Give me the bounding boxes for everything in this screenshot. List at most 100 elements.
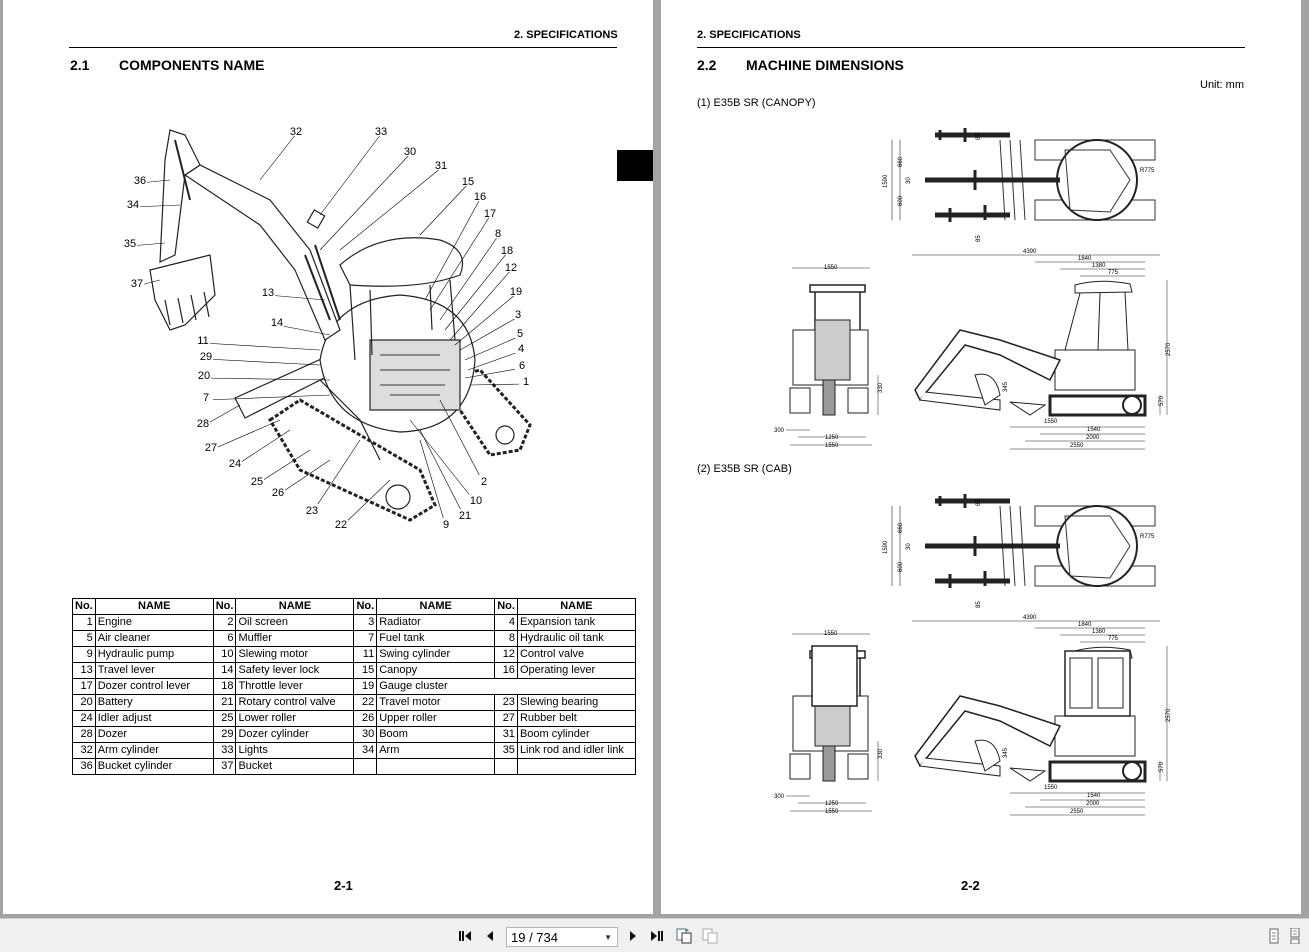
previous-page-icon[interactable] [482, 928, 498, 944]
component-number: 19 [353, 678, 378, 695]
dropdown-arrow-icon[interactable]: ▼ [604, 933, 612, 942]
component-name: Control valve [516, 646, 636, 663]
component-number: 4 [494, 614, 518, 631]
component-name: Gauge cluster [376, 678, 636, 695]
component-number: 9 [72, 646, 96, 663]
section-number: 2.2 [697, 57, 717, 73]
col-header-name: NAME [235, 598, 355, 615]
component-name: Lights [235, 742, 355, 759]
component-number: 36 [72, 758, 96, 775]
col-header-name: NAME [376, 598, 496, 615]
col-header-no: No. [212, 598, 237, 615]
component-name [376, 758, 496, 775]
component-number: 26 [353, 710, 378, 727]
component-name: Oil screen [235, 614, 355, 631]
component-name: Hydraulic oil tank [516, 630, 636, 647]
col-header-no: No. [353, 598, 378, 615]
component-name: Rubber belt [516, 710, 636, 727]
component-name: Bucket cylinder [94, 758, 214, 775]
page-number-select[interactable]: 19 / 734 ▼ [506, 927, 618, 947]
model-caption-cab: (2) E35B SR (CAB) [697, 463, 792, 475]
component-number: 22 [353, 694, 378, 711]
previous-view-icon[interactable] [676, 928, 692, 944]
col-header-name: NAME [94, 598, 214, 615]
component-name: Hydraulic pump [94, 646, 214, 663]
component-number: 16 [494, 662, 518, 679]
page-indicator: 19 / 734 [511, 930, 558, 945]
component-number: 7 [353, 630, 378, 647]
single-page-icon[interactable] [1266, 928, 1282, 944]
unit-label: Unit: mm [1200, 79, 1244, 91]
component-number: 28 [72, 726, 96, 743]
component-number: 33 [212, 742, 237, 759]
col-header-no: No. [72, 598, 96, 615]
component-number: 35 [494, 742, 518, 759]
model-caption-canopy: (1) E35B SR (CANOPY) [697, 97, 816, 109]
component-name: Throttle lever [235, 678, 355, 695]
component-name: Slewing bearing [516, 694, 636, 711]
header-rule [69, 47, 617, 48]
section-number: 2.1 [70, 57, 90, 73]
component-number: 3 [353, 614, 378, 631]
component-name [516, 758, 636, 775]
component-number: 15 [353, 662, 378, 679]
component-name: Arm [376, 742, 496, 759]
component-number: 17 [72, 678, 96, 695]
component-name: Muffler [235, 630, 355, 647]
page-number: 2-2 [961, 878, 980, 893]
component-name: Canopy [376, 662, 496, 679]
next-page-icon[interactable] [625, 928, 641, 944]
component-number: 13 [72, 662, 96, 679]
component-name: Travel motor [376, 694, 496, 711]
first-page-icon[interactable] [457, 928, 473, 944]
component-name: Fuel tank [376, 630, 496, 647]
component-name: Safety lever lock [235, 662, 355, 679]
section-title: MACHINE DIMENSIONS [746, 57, 904, 73]
viewer-toolbar: 19 / 734 ▼ [0, 918, 1309, 952]
component-name: Dozer [94, 726, 214, 743]
component-number: 8 [494, 630, 518, 647]
running-header: 2. SPECIFICATIONS [697, 29, 801, 41]
continuous-page-icon[interactable] [1287, 928, 1303, 944]
component-name: Arm cylinder [94, 742, 214, 759]
component-number: 34 [353, 742, 378, 759]
section-heading: 2.1 COMPONENTS NAME [70, 57, 264, 73]
last-page-icon[interactable] [649, 928, 665, 944]
component-name: Slewing motor [235, 646, 355, 663]
component-name: Idler adjust [94, 710, 214, 727]
component-number: 11 [353, 646, 378, 663]
component-name: Boom [376, 726, 496, 743]
component-name: Dozer control lever [94, 678, 214, 695]
component-number: 30 [353, 726, 378, 743]
component-name: Dozer cylinder [235, 726, 355, 743]
component-name: Radiator [376, 614, 496, 631]
component-name: Battery [94, 694, 214, 711]
component-number: 12 [494, 646, 518, 663]
section-title: COMPONENTS NAME [119, 57, 265, 73]
component-number: 32 [72, 742, 96, 759]
component-name: Bucket [235, 758, 355, 775]
component-number [494, 758, 518, 775]
component-number: 31 [494, 726, 518, 743]
component-number: 24 [72, 710, 96, 727]
component-name: Swing cylinder [376, 646, 496, 663]
component-name: Upper roller [376, 710, 496, 727]
component-name: Expansion tank [516, 614, 636, 631]
component-name: Travel lever [94, 662, 214, 679]
component-number: 21 [212, 694, 237, 711]
component-number: 27 [494, 710, 518, 727]
component-number: 14 [212, 662, 237, 679]
component-name: Link rod and idler link [516, 742, 636, 759]
page-number: 2-1 [334, 878, 353, 893]
next-view-icon[interactable] [702, 928, 718, 944]
